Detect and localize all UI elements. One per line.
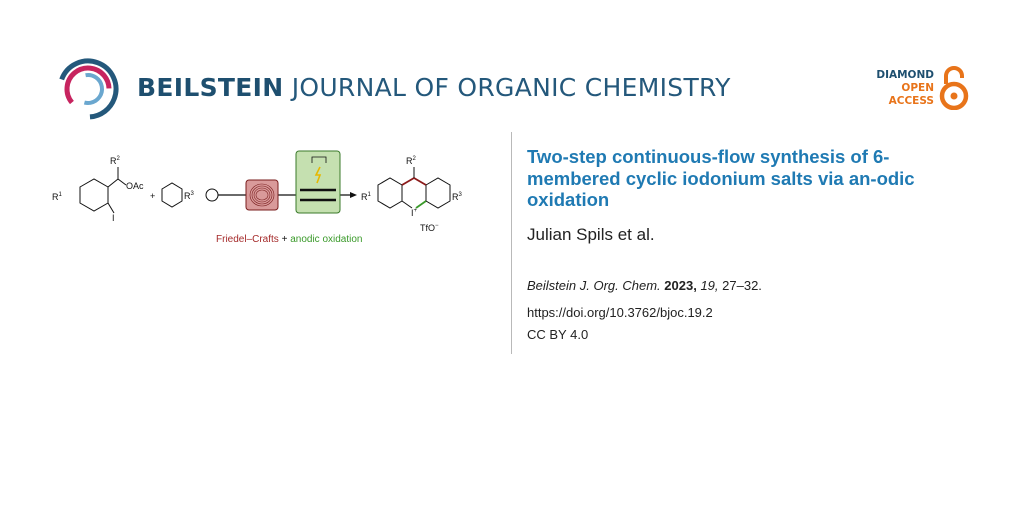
- citation: Beilstein J. Org. Chem. 2023, 19, 27–32.: [527, 278, 762, 293]
- journal-abbrev: Beilstein J. Org. Chem.: [527, 278, 661, 293]
- prod-r2: R2: [406, 156, 417, 166]
- vertical-divider: [511, 132, 512, 354]
- citation-year: 2023,: [664, 278, 697, 293]
- journal-name-rest: JOURNAL OF ORGANIC CHEMISTRY: [291, 73, 731, 102]
- sm-r2: R2: [110, 156, 121, 166]
- oa-line-access: ACCESS: [888, 95, 934, 107]
- sm-r1: R1: [52, 192, 63, 202]
- prod-r3: R3: [452, 192, 463, 202]
- citation-volume: 19,: [700, 278, 719, 293]
- arene-r3: R3: [184, 191, 195, 201]
- sm-oac: OAc: [126, 181, 144, 191]
- article-title: Two-step continuous-flow synthesis of 6-…: [527, 146, 915, 210]
- sm-iodo: I: [112, 213, 115, 223]
- license: CC BY 4.0: [527, 327, 589, 342]
- journal-name: BEILSTEIN JOURNAL OF ORGANIC CHEMISTRY: [137, 73, 731, 102]
- journal-name-bold: BEILSTEIN: [137, 73, 284, 102]
- prod-iodonium: I+: [411, 208, 418, 218]
- doi-link[interactable]: https://doi.org/10.3762/bjoc.19.2: [527, 305, 713, 320]
- prod-tfo: TfO−: [420, 223, 439, 233]
- article-authors: Julian Spils et al.: [527, 225, 655, 244]
- open-lock-icon: [939, 66, 969, 110]
- scheme-caption: Friedel–Crafts + anodic oxidation: [216, 234, 363, 245]
- product: [377, 167, 451, 209]
- beilstein-logo-icon: [57, 58, 119, 120]
- flow-setup: [205, 150, 357, 214]
- oa-line-diamond: DIAMOND: [876, 69, 934, 81]
- oa-line-open: OPEN: [901, 82, 934, 94]
- citation-pages: 27–32.: [722, 278, 762, 293]
- plus-sign: +: [150, 191, 155, 201]
- prod-r1: R1: [361, 192, 372, 202]
- arene: [161, 182, 183, 208]
- starting-material: [79, 167, 127, 214]
- open-access-badge: DIAMOND OPEN ACCESS: [868, 66, 972, 114]
- reaction-scheme: R1 R2 OAc I + R3 R1 R2 R3 I+: [52, 150, 463, 245]
